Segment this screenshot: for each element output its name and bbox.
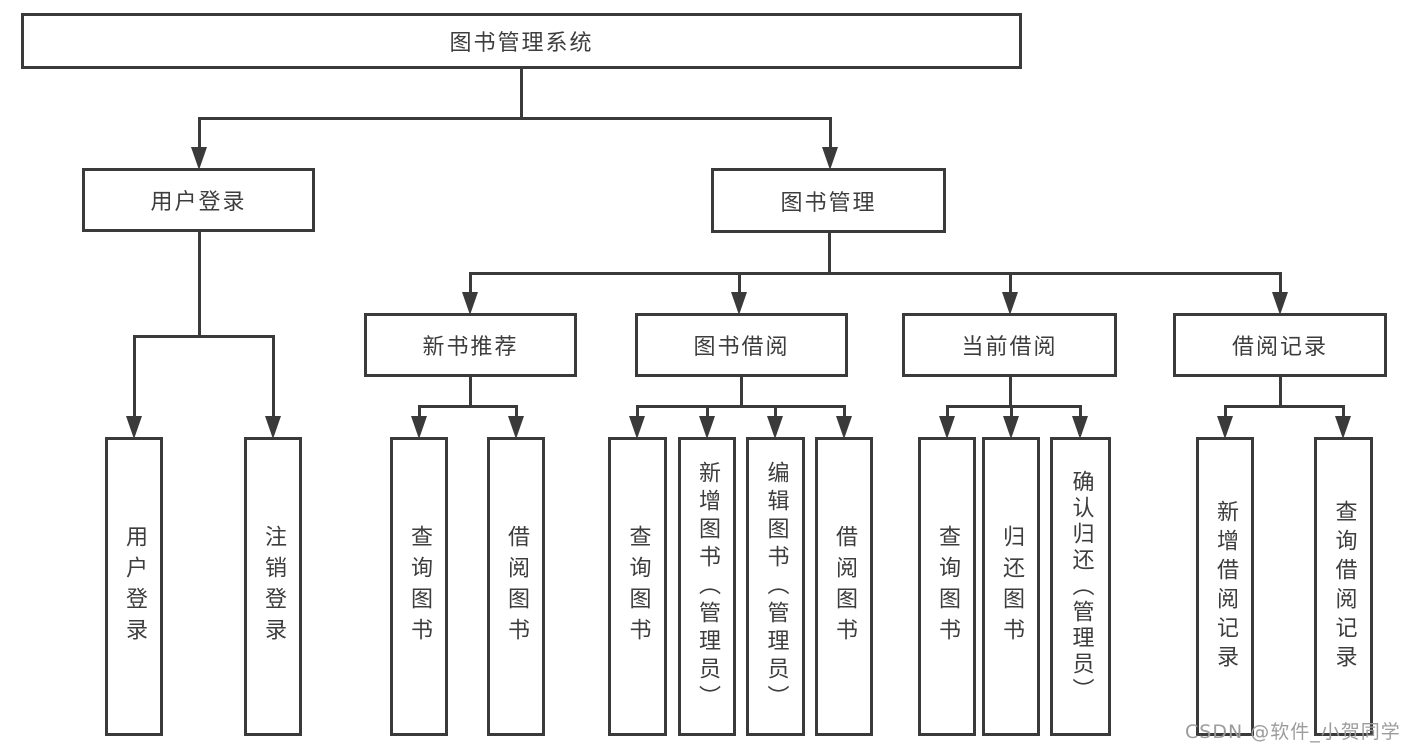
connector-line xyxy=(418,405,421,418)
connector-line xyxy=(1224,405,1227,418)
connector-line xyxy=(636,405,846,408)
connector-line xyxy=(1342,405,1345,418)
connector-line xyxy=(946,405,1082,408)
node-library-system: 图书管理系统 xyxy=(21,13,1022,69)
arrowhead-down-icon xyxy=(1335,416,1351,439)
arrowhead-down-icon xyxy=(731,292,747,315)
connector-line xyxy=(1224,405,1345,408)
leaf-borrow-book: 借阅图书 xyxy=(815,437,873,736)
connector-line xyxy=(133,335,275,338)
connector-line xyxy=(738,272,741,294)
connector-line xyxy=(272,335,275,418)
connector-line xyxy=(636,405,639,418)
node-book-management: 图书管理 xyxy=(711,168,946,233)
arrowhead-down-icon xyxy=(265,416,281,439)
connector-line xyxy=(133,335,136,418)
arrowhead-down-icon xyxy=(508,416,524,439)
leaf-query-book-borrow: 查询图书 xyxy=(608,437,667,736)
connector-line xyxy=(1079,405,1082,418)
arrowhead-down-icon xyxy=(822,147,838,170)
leaf-borrow-book-newbook: 借阅图书 xyxy=(487,437,545,736)
leaf-query-borrow-record: 查询借阅记录 xyxy=(1314,437,1373,736)
node-new-book-recommend: 新书推荐 xyxy=(364,313,577,377)
arrowhead-down-icon xyxy=(1217,416,1233,439)
arrowhead-down-icon xyxy=(699,416,715,439)
connector-line xyxy=(843,405,846,418)
connector-line xyxy=(418,405,518,408)
connector-line xyxy=(469,272,472,294)
leaf-edit-book-admin: 编辑图书（管理员） xyxy=(746,437,805,736)
connector-line xyxy=(828,231,831,274)
connector-line xyxy=(515,405,518,418)
node-user-login: 用户登录 xyxy=(82,168,315,232)
node-current-borrow: 当前借阅 xyxy=(902,313,1117,377)
connector-line xyxy=(469,375,472,407)
node-borrow-record: 借阅记录 xyxy=(1173,313,1387,377)
arrowhead-down-icon xyxy=(836,416,852,439)
arrowhead-down-icon xyxy=(629,416,645,439)
arrowhead-down-icon xyxy=(126,416,142,439)
node-book-borrow: 图书借阅 xyxy=(635,313,848,377)
connector-line xyxy=(774,405,777,418)
leaf-return-book: 归还图书 xyxy=(982,437,1040,736)
connector-line xyxy=(946,405,949,418)
connector-line xyxy=(198,117,832,120)
leaf-logout: 注销登录 xyxy=(244,437,302,736)
connector-line xyxy=(1009,272,1012,294)
leaf-query-book-current: 查询图书 xyxy=(918,437,976,736)
connector-line xyxy=(829,117,832,149)
arrowhead-down-icon xyxy=(1272,292,1288,315)
arrowhead-down-icon xyxy=(1002,292,1018,315)
connector-line xyxy=(1279,375,1282,407)
connector-line xyxy=(1279,272,1282,294)
arrowhead-down-icon xyxy=(1072,416,1088,439)
leaf-add-borrow-record: 新增借阅记录 xyxy=(1196,437,1254,736)
arrowhead-down-icon xyxy=(462,292,478,315)
connector-line xyxy=(1009,375,1012,407)
leaf-user-login: 用户登录 xyxy=(105,437,163,736)
arrowhead-down-icon xyxy=(939,416,955,439)
connector-line xyxy=(198,117,201,149)
arrowhead-down-icon xyxy=(1003,416,1019,439)
leaf-query-book-newbook: 查询图书 xyxy=(390,437,448,736)
leaf-add-book-admin: 新增图书（管理员） xyxy=(678,437,736,736)
connector-line xyxy=(706,405,709,418)
connector-line xyxy=(520,68,523,120)
leaf-confirm-return-admin: 确认归还（管理员） xyxy=(1050,437,1111,736)
csdn-watermark: CSDN @软件_小贺同学 xyxy=(1185,721,1401,743)
arrowhead-down-icon xyxy=(411,416,427,439)
connector-line xyxy=(740,375,743,407)
connector-line xyxy=(1010,405,1013,418)
arrowhead-down-icon xyxy=(767,416,783,439)
connector-line xyxy=(469,272,1282,275)
arrowhead-down-icon xyxy=(191,147,207,170)
connector-line xyxy=(198,230,201,337)
